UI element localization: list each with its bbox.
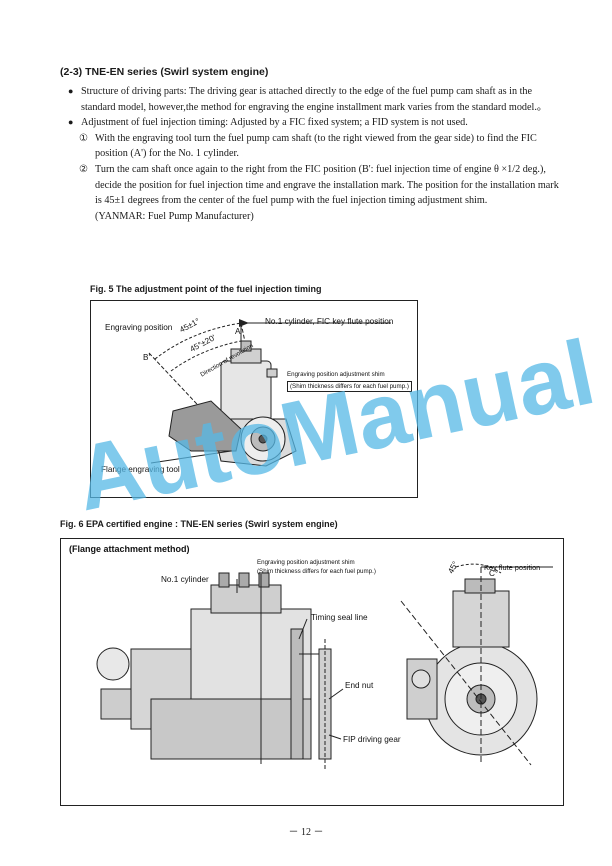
step-2-marker: ② [79, 163, 89, 175]
fig6-caption: Fig. 6 EPA certified engine : TNE-EN ser… [60, 519, 338, 529]
page-number: － 12 － [288, 827, 324, 838]
fig6-fip-gear: FIP driving gear [343, 735, 401, 744]
step-2-text: Turn the cam shaft once again to the rig… [95, 163, 559, 207]
step-2: ② Turn the cam shaft once again to the r… [68, 162, 568, 209]
paragraph-adjustment: ● Adjustment of fuel injection timing: A… [68, 115, 568, 131]
fig5-mark-b: B' [143, 353, 151, 362]
fig5-no1-cylinder: No.1 cylinder, FIC key flute position [265, 317, 394, 326]
fig6-no1-cylinder: No.1 cylinder [161, 575, 209, 584]
bullet-icon: ● [68, 117, 74, 128]
fig5-tool: Flange engraving tool [101, 465, 180, 474]
fig6-drawing [96, 563, 553, 769]
fig5-diagram: Engraving position 45±1° 45°±20' Directi… [90, 300, 418, 498]
section-heading: (2-3) TNE-EN series (Swirl system engine… [60, 66, 269, 78]
fig5-engraving-position: Engraving position [105, 323, 173, 332]
fig6-method: (Flange attachment method) [69, 544, 190, 554]
manufacturer-note: (YANMAR: Fuel Pump Manufacturer) [95, 210, 254, 222]
step-1-text: With the engraving tool turn the fuel pu… [95, 132, 537, 160]
fig6-end-nut: End nut [345, 681, 374, 690]
body-text: ● Structure of driving parts: The drivin… [68, 84, 568, 224]
fig6-timing-seal: Timing seal line [311, 613, 368, 622]
fig6-key-flute-text: Key flute position [484, 563, 541, 572]
fig6-diagram: (Flange attachment method) Engraving pos… [60, 538, 564, 806]
step-1: ① With the engraving tool turn the fuel … [68, 131, 568, 162]
fig6-shim: Engraving position adjustment shim [257, 559, 355, 566]
paragraph-structure: ● Structure of driving parts: The drivin… [68, 84, 568, 115]
paragraph-adjustment-text: Adjustment of fuel injection timing: Adj… [81, 117, 468, 129]
fig6-angle-c: C° [489, 569, 499, 578]
bullet-icon: ● [68, 86, 74, 96]
fig5-drawing [148, 319, 391, 467]
paragraph-structure-text: Structure of driving parts: The driving … [81, 86, 548, 113]
fig5-caption: Fig. 5 The adjustment point of the fuel … [90, 284, 322, 294]
fig6-shim-note: (Shim thickness differs for each fuel pu… [257, 568, 376, 575]
fig5-shim-note: (Shim thickness differs for each fuel pu… [287, 381, 412, 392]
fig5-shim: Engraving position adjustment shim [287, 371, 385, 378]
fig5-mark-a: A' [235, 327, 243, 336]
step-1-marker: ① [79, 132, 89, 144]
